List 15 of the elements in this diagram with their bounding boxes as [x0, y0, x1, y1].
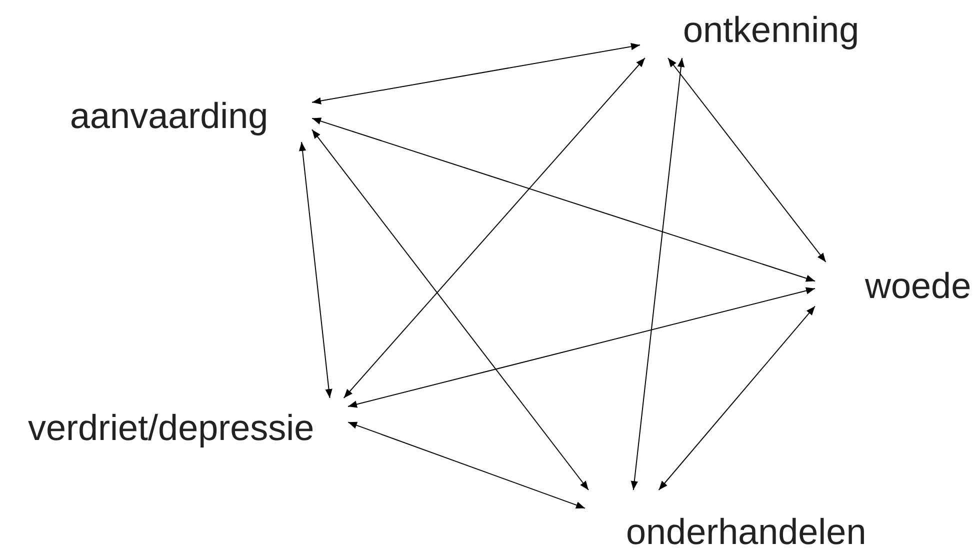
arrow [343, 58, 646, 398]
arrow [658, 306, 816, 490]
arrow [312, 129, 589, 490]
stage-label: ontkenning [640, 6, 880, 58]
stage-label: woede [815, 262, 980, 308]
stage-label: aanvaarding [8, 92, 312, 142]
arrow [298, 142, 332, 398]
arrow [312, 43, 640, 104]
arrow [348, 422, 586, 509]
stage-label: onderhandelen [585, 490, 895, 554]
arrow [348, 287, 816, 408]
stage-label: verdriet/depressie [6, 398, 348, 458]
arrow [630, 58, 685, 490]
arrow [312, 118, 816, 282]
arrow [668, 58, 826, 262]
